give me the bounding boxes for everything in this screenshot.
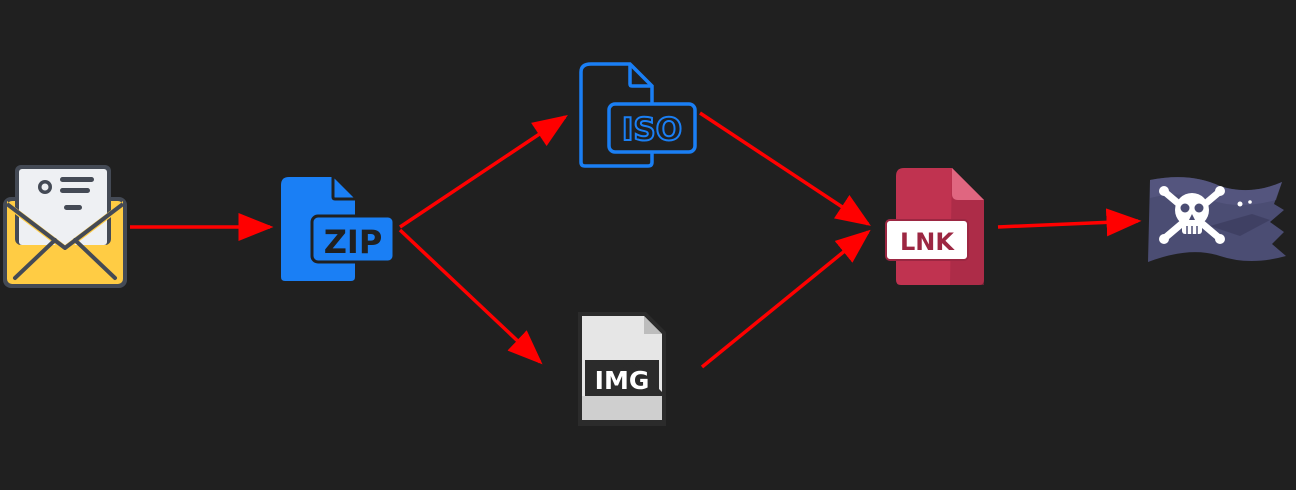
edges — [130, 111, 1142, 369]
zip-file-icon: ZIP — [281, 177, 396, 281]
edge-iso-to-lnk — [699, 111, 871, 226]
iso-file-icon: ISO — [579, 62, 697, 168]
img-file-icon: IMG — [578, 312, 666, 426]
edge-lnk-to-pirate — [997, 208, 1142, 237]
lnk-label: LNK — [900, 228, 955, 256]
edge-zip-to-img — [398, 228, 543, 365]
email-envelope-icon — [3, 165, 127, 288]
zip-label: ZIP — [324, 223, 383, 261]
edge-img-to-lnk — [700, 229, 871, 369]
edge-zip-to-iso — [399, 115, 568, 229]
img-label: IMG — [595, 366, 650, 395]
lnk-file-icon: LNK — [885, 168, 984, 285]
iso-label: ISO — [622, 112, 682, 148]
pirate-flag-icon — [1148, 177, 1286, 262]
